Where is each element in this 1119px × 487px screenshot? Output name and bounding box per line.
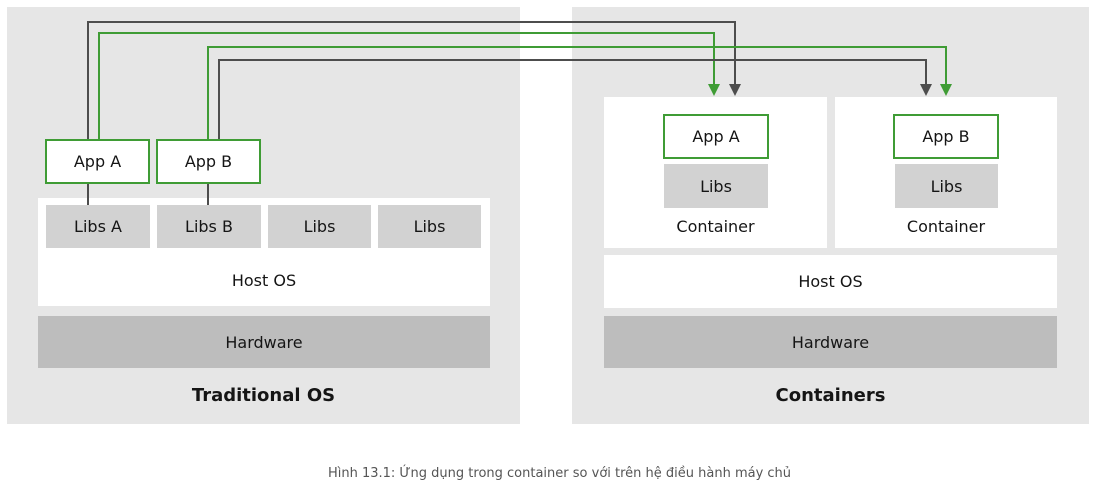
- container-2-app-b: App B: [893, 114, 999, 159]
- traditional-libs-3: Libs: [268, 205, 371, 248]
- figure-caption: Hình 13.1: Ứng dụng trong container so v…: [327, 466, 792, 481]
- container-2-libs: Libs: [895, 164, 998, 208]
- traditional-hardware: Hardware: [38, 316, 490, 368]
- container-1-libs: Libs: [664, 164, 768, 208]
- containers-hardware: Hardware: [604, 316, 1057, 368]
- traditional-os-title: Traditional OS: [191, 385, 336, 406]
- traditional-app-a: App A: [45, 139, 150, 184]
- traditional-host-os-label: Host OS: [231, 270, 297, 290]
- container-1-app-a: App A: [663, 114, 769, 159]
- traditional-libs-4: Libs: [378, 205, 481, 248]
- traditional-app-b: App B: [156, 139, 261, 184]
- containers-host-os: Host OS: [604, 255, 1057, 308]
- containers-title: Containers: [775, 385, 886, 406]
- traditional-libs-a: Libs A: [46, 205, 150, 248]
- traditional-libs-b: Libs B: [157, 205, 261, 248]
